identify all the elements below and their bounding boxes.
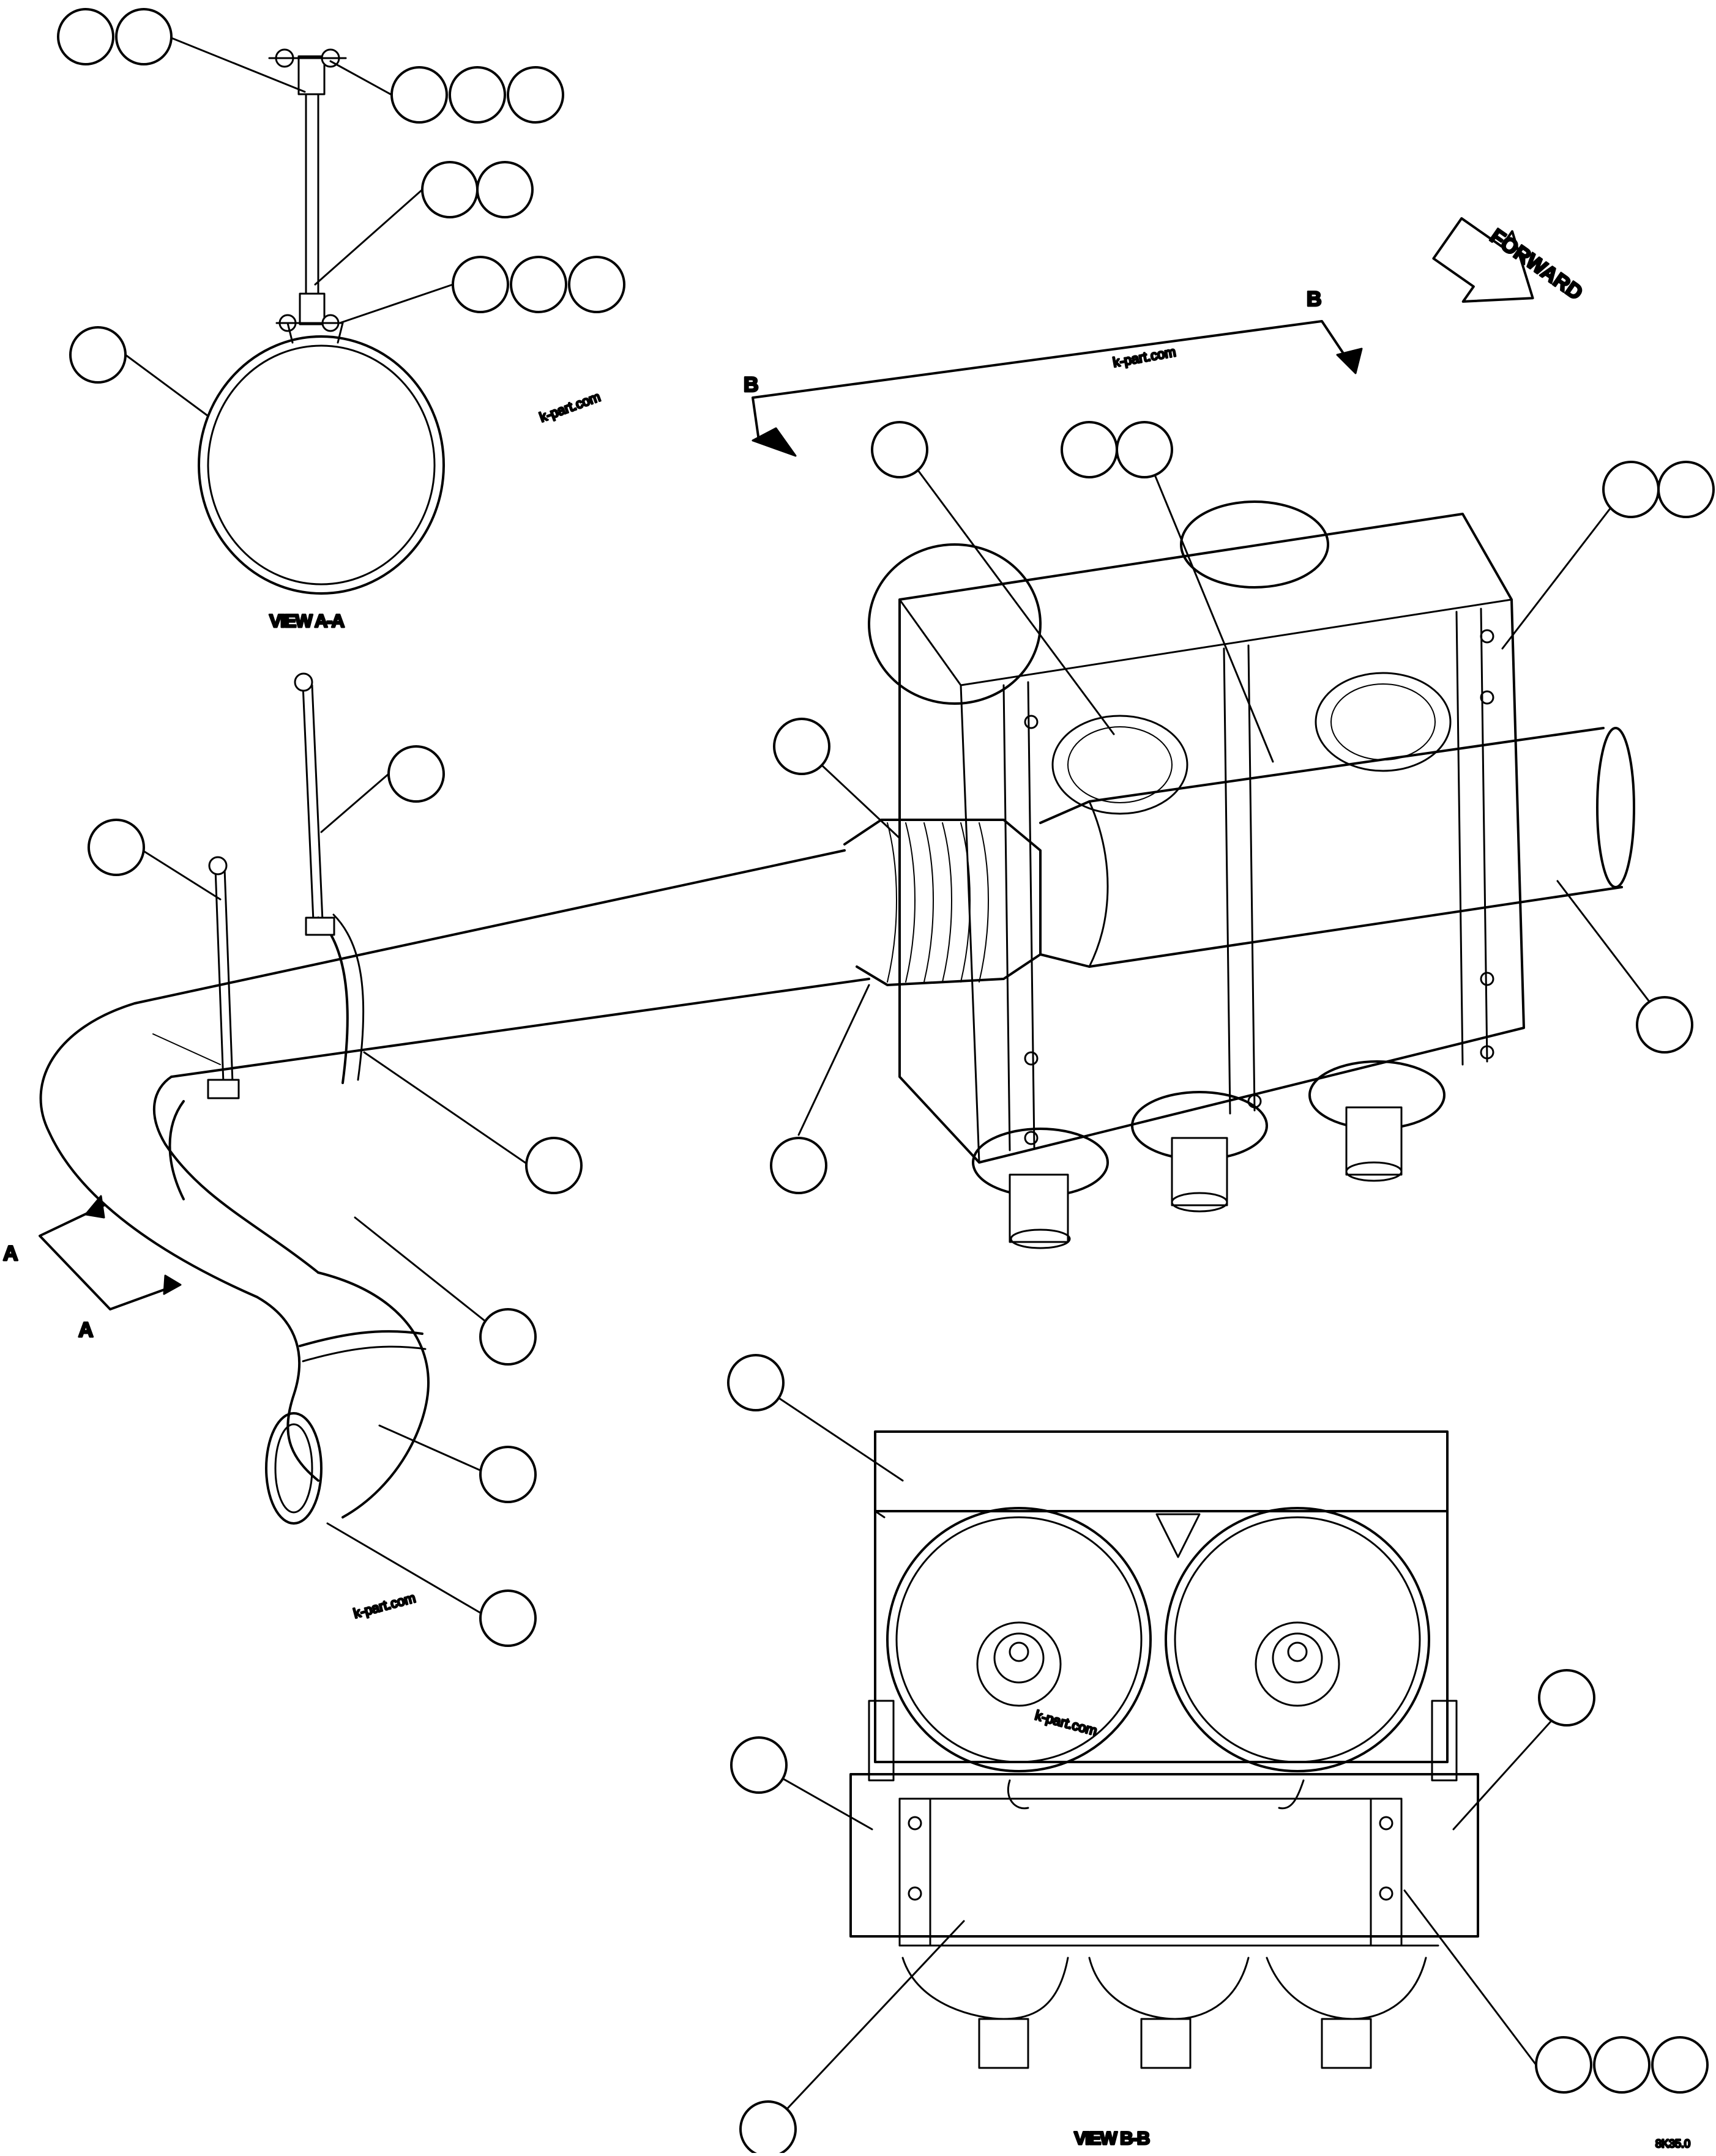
forward-arrow: [1432, 217, 1534, 303]
section-line-aa: [39, 1195, 182, 1310]
view-aa-label: VIEW A-A: [269, 611, 345, 631]
callout-bubble: [387, 745, 445, 803]
watermark: k-part.com: [352, 1590, 417, 1621]
callout-bubble: [525, 1137, 583, 1194]
section-line-bb: [752, 320, 1363, 457]
watermark: k-part.com: [537, 389, 602, 425]
callout-bubble: [390, 66, 448, 124]
callout-bubbles: [57, 8, 1715, 2156]
callout-bubble: [115, 8, 173, 65]
watermark: k-part.com: [1034, 1708, 1099, 1739]
callout-bubble: [1535, 2036, 1592, 2094]
callout-bubble: [449, 66, 506, 124]
section-mark-b-left: B: [744, 373, 759, 396]
callout-bubble: [1657, 461, 1715, 518]
callout-bubble: [773, 718, 830, 775]
callout-bubble: [1538, 1669, 1595, 1727]
callout-bubble: [1116, 421, 1173, 478]
callout-bubble: [69, 326, 127, 384]
intake-pipe-assembly: [39, 500, 1635, 1525]
callout-bubble: [1593, 2036, 1651, 2094]
callout-bubble: [1651, 2036, 1709, 2094]
callout-bubble: [479, 1589, 537, 1647]
callout-bubble: [510, 256, 567, 313]
callout-bubble: [871, 421, 928, 478]
callout-bubble: [1602, 461, 1660, 518]
callout-bubble: [479, 1446, 537, 1503]
callout-bubble: [1061, 421, 1118, 478]
view-bb-label: VIEW B-B: [1074, 2128, 1150, 2149]
callout-bubble: [568, 256, 625, 313]
callout-bubble: [88, 819, 145, 876]
callout-bubble: [1636, 996, 1693, 1054]
view-bb-housing-front: [849, 1430, 1479, 2069]
callout-bubble: [452, 256, 509, 313]
callout-bubble: [727, 1354, 785, 1411]
leader-lines: [124, 35, 1666, 2130]
callout-bubble: [479, 1308, 537, 1366]
callout-bubble: [421, 161, 479, 218]
callout-bubble: [57, 8, 114, 65]
drawing-number: 8K35.0: [1655, 2138, 1690, 2150]
section-mark-a-left: A: [3, 1242, 18, 1265]
callout-bubble: [476, 161, 534, 218]
callout-bubble: [730, 1736, 788, 1794]
callout-bubble: [507, 66, 564, 124]
section-mark-a-bottom: A: [78, 1318, 94, 1342]
callout-bubble: [770, 1137, 827, 1194]
view-aa-clamp-detail: [198, 48, 445, 595]
callout-bubble: [739, 2100, 797, 2156]
section-mark-b-right: B: [1307, 288, 1322, 311]
